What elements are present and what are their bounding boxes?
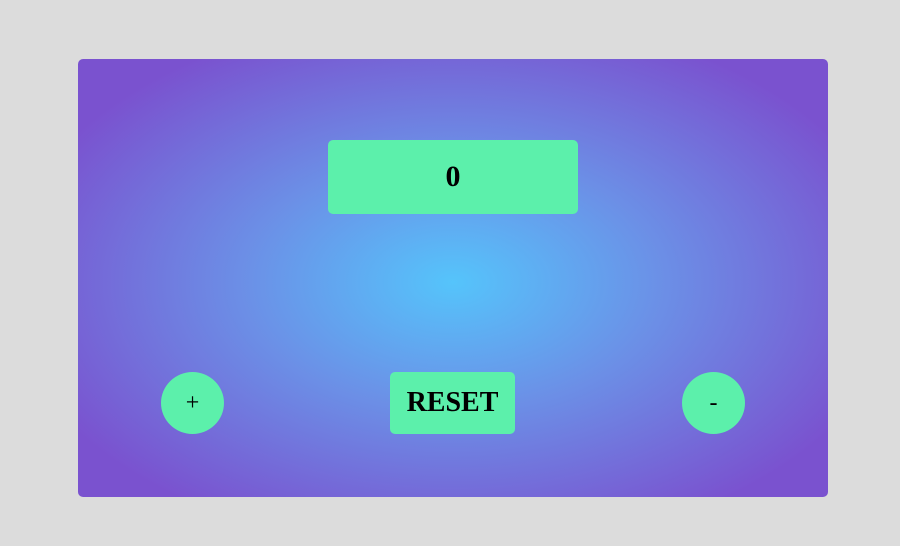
decrement-button[interactable]: - [682,372,745,434]
counter-value: 0 [445,160,461,193]
counter-display: 0 [328,140,578,214]
reset-label: RESET [406,387,499,418]
reset-button[interactable]: RESET [390,372,515,434]
decrement-label: - [709,389,718,416]
counter-card: 0 + RESET - [78,59,828,497]
increment-button[interactable]: + [161,372,224,434]
increment-label: + [185,389,200,416]
